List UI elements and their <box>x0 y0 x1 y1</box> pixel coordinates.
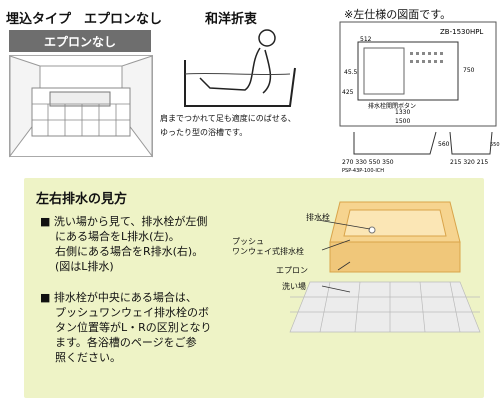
bath-caption: 肩までつかれて足も適度にのばせる、 ゆったり型の浴槽です。 <box>160 112 296 140</box>
note-right: ※左仕様の図面です。 <box>344 8 452 21</box>
model-number: ZB-1530HPL <box>440 28 483 36</box>
bullet-line: にある場合をL排水(左)。 <box>55 230 180 243</box>
dim-1330: 1330 <box>395 109 410 116</box>
dim-512: 512 <box>360 36 372 43</box>
bath-caption-line: 肩までつかれて足も適度にのばせる、 <box>160 114 296 123</box>
section-dims: 270 330 550 350 <box>342 159 394 166</box>
button-label: 排水栓開閉ボタン <box>368 102 416 110</box>
bullet-line: 排水栓が中央にある場合は、 <box>53 291 197 304</box>
dim-560: 560 <box>438 141 450 148</box>
bullet-line: (図はL排水) <box>55 260 114 273</box>
bath-illustration-1 <box>9 55 153 158</box>
label-oneway-drain: ワンウェイ式排水栓 <box>232 247 304 256</box>
side-dims: 215 320 215 <box>450 159 488 166</box>
type-label: 埋込タイプ エプロンなし <box>6 12 163 27</box>
dim-750: 750 <box>463 67 475 74</box>
apron-none-bar: エプロンなし <box>9 30 151 52</box>
bullet-line: 右側にある場合をR排水(右)。 <box>55 245 204 258</box>
label-drain-plug: 排水栓 <box>306 213 330 222</box>
label-apron: エプロン <box>276 266 308 275</box>
dim-425: 425 <box>342 89 354 96</box>
bullet-1: ■ 洗い場から見て、排水栓が左側 にある場合をL排水(左)。 右側にある場合をR… <box>40 214 207 274</box>
drain-plug-icon <box>368 226 376 234</box>
bullet-line: プッシュワンウェイ排水栓のボ <box>55 306 209 319</box>
style-label: 和洋折衷 <box>205 12 258 27</box>
person-in-bath-icon <box>184 29 296 107</box>
bullet-square-icon: ■ <box>40 291 54 304</box>
bullet-line: ます。各浴槽のページをご参 <box>55 336 197 349</box>
dim-550: 550 <box>490 142 500 148</box>
bullet-line: タン位置等がL・Rの区別となり <box>55 321 212 334</box>
tile-bath-icon <box>9 55 153 158</box>
label-wash-area: 洗い場 <box>282 282 306 291</box>
explain-title: 左右排水の見方 <box>36 192 128 207</box>
bullet-square-icon: ■ <box>40 215 54 228</box>
dim-45: 45.5 <box>344 69 358 76</box>
drain-bath-diagram <box>289 201 481 333</box>
label-push: プッシュ <box>232 237 264 246</box>
section-note: PSP-43P-100-ICH <box>342 168 384 174</box>
bullet-line: 洗い場から見て、排水栓が左側 <box>53 215 208 228</box>
technical-drawing: ZB-1530HPL 512 750 1330 1500 45.5 425 排水… <box>339 21 500 174</box>
bullet-line: 照ください。 <box>55 351 121 364</box>
bath-caption-line: ゆったり型の浴槽です。 <box>160 128 248 137</box>
dim-1500: 1500 <box>395 118 410 125</box>
bullet-2: ■ 排水栓が中央にある場合は、 プッシュワンウェイ排水栓のボ タン位置等がL・R… <box>40 290 211 365</box>
